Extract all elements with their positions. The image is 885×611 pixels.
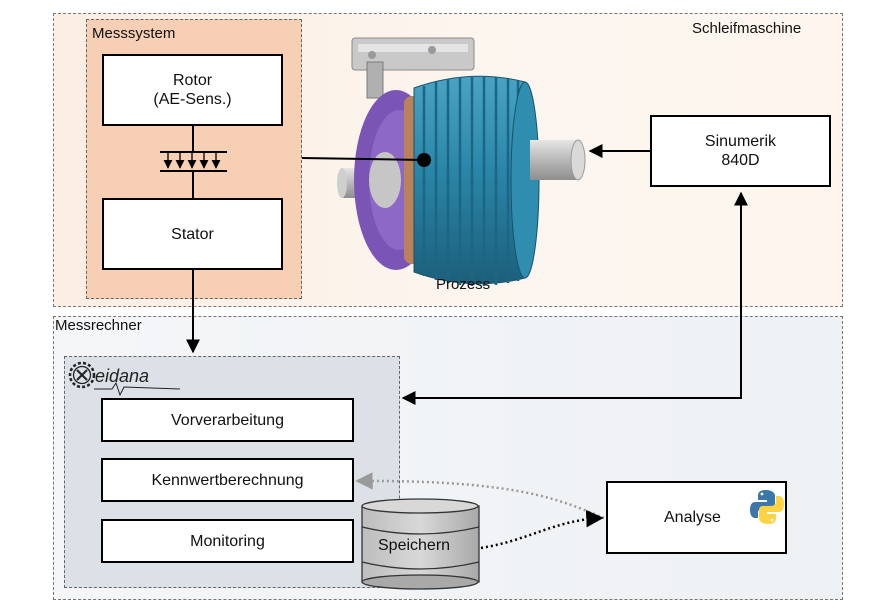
xeidana-gear-icon <box>68 361 96 389</box>
messsystem-label: Messsystem <box>92 25 176 42</box>
xeidana-logo-text: eidana <box>95 366 149 386</box>
sinumerik-block: Sinumerik 840D <box>650 115 831 187</box>
database-cylinder-icon <box>361 498 480 590</box>
grinding-wheel-image <box>337 37 586 286</box>
stator-block: Stator <box>102 198 283 270</box>
kennwertberechnung-block: Kennwertberechnung <box>101 458 354 502</box>
vorverarbeitung-block: Vorverarbeitung <box>101 398 354 442</box>
xeidana-logo-wave <box>94 381 181 397</box>
schleifmaschine-label: Schleifmaschine <box>692 20 802 37</box>
monitoring-block: Monitoring <box>101 519 354 563</box>
speichern-to-analyse-flow <box>480 509 604 550</box>
python-logo-icon <box>750 490 784 524</box>
rotor-stator-coupling <box>160 126 227 198</box>
sinumerik-xeidana-arrow <box>401 191 748 405</box>
prozess-label: Prozess <box>436 276 491 293</box>
messrechner-label: Messrechner <box>55 317 142 334</box>
rotor-block: Rotor (AE-Sens.) <box>102 54 283 126</box>
speichern-label: Speichern <box>378 537 451 554</box>
analyse-to-kennwert-flow <box>355 472 605 520</box>
sensor-point <box>417 153 431 167</box>
sensor-line <box>301 157 425 161</box>
